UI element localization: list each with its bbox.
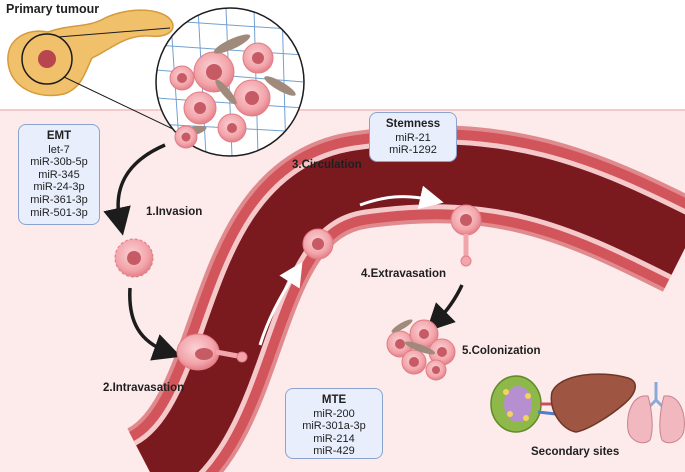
extravasating-cell (450, 204, 482, 267)
invading-cell (114, 238, 154, 278)
primary-tumour-label: Primary tumour (6, 2, 100, 16)
colonization-cluster (386, 319, 456, 381)
tumour-zoom-circle (155, 7, 305, 157)
step-invasion-label: 1.Invasion (146, 206, 203, 218)
step-circulation-label: 3.Circulation (292, 159, 362, 171)
emt-item: miR-345 (38, 168, 80, 181)
stemness-mirna-box: Stemness miR-21 miR-1292 (369, 112, 457, 162)
circulating-cell (302, 228, 334, 260)
circulation-arrow-2 (359, 185, 444, 210)
liver-icon (550, 373, 636, 433)
zoom-line-bottom (63, 76, 176, 131)
tumour-cell-icon (174, 125, 198, 149)
circulation-arrow-1 (258, 261, 303, 346)
pancreas-icon (7, 9, 174, 97)
mte-item: miR-200 (313, 407, 355, 420)
lymph-node-icon (490, 375, 557, 433)
primary-tumour-mass (38, 50, 56, 68)
step-extravasation-label: 4.Extravasation (361, 268, 447, 280)
emt-item: miR-24-3p (33, 181, 85, 194)
intravasating-cell (176, 333, 248, 371)
step-intravasation-label: 2.Intravasation (103, 382, 185, 394)
stemness-title: Stemness (385, 118, 441, 130)
emt-item: miR-30b-5p (30, 156, 88, 169)
emt-title: EMT (46, 130, 72, 142)
secondary-sites-label: Secondary sites (531, 446, 620, 458)
mte-mirna-box: MTE miR-200 miR-301a-3p miR-214 miR-429 (285, 388, 383, 459)
tumour-focus-circle (21, 33, 73, 85)
emt-item: miR-501-3p (30, 206, 88, 219)
stemness-item: miR-1292 (389, 144, 437, 157)
step-colonization-label: 5.Colonization (462, 345, 541, 357)
zoom-line-top (57, 27, 171, 38)
emt-item: let-7 (48, 143, 70, 156)
emt-item: miR-361-3p (30, 193, 88, 206)
mte-item: miR-214 (313, 432, 355, 445)
blood-vessel-icon (124, 125, 685, 472)
stemness-item: miR-21 (395, 131, 431, 144)
mte-item: miR-301a-3p (302, 420, 366, 433)
emt-mirna-box: EMT let-7 miR-30b-5p miR-345 miR-24-3p m… (18, 124, 100, 225)
mte-title: MTE (321, 394, 347, 406)
intravasation-arrow (128, 287, 182, 361)
lungs-icon (627, 382, 685, 444)
extravasation-arrow (426, 284, 464, 332)
invasion-arrow (103, 143, 166, 236)
mte-item: miR-429 (313, 445, 355, 458)
